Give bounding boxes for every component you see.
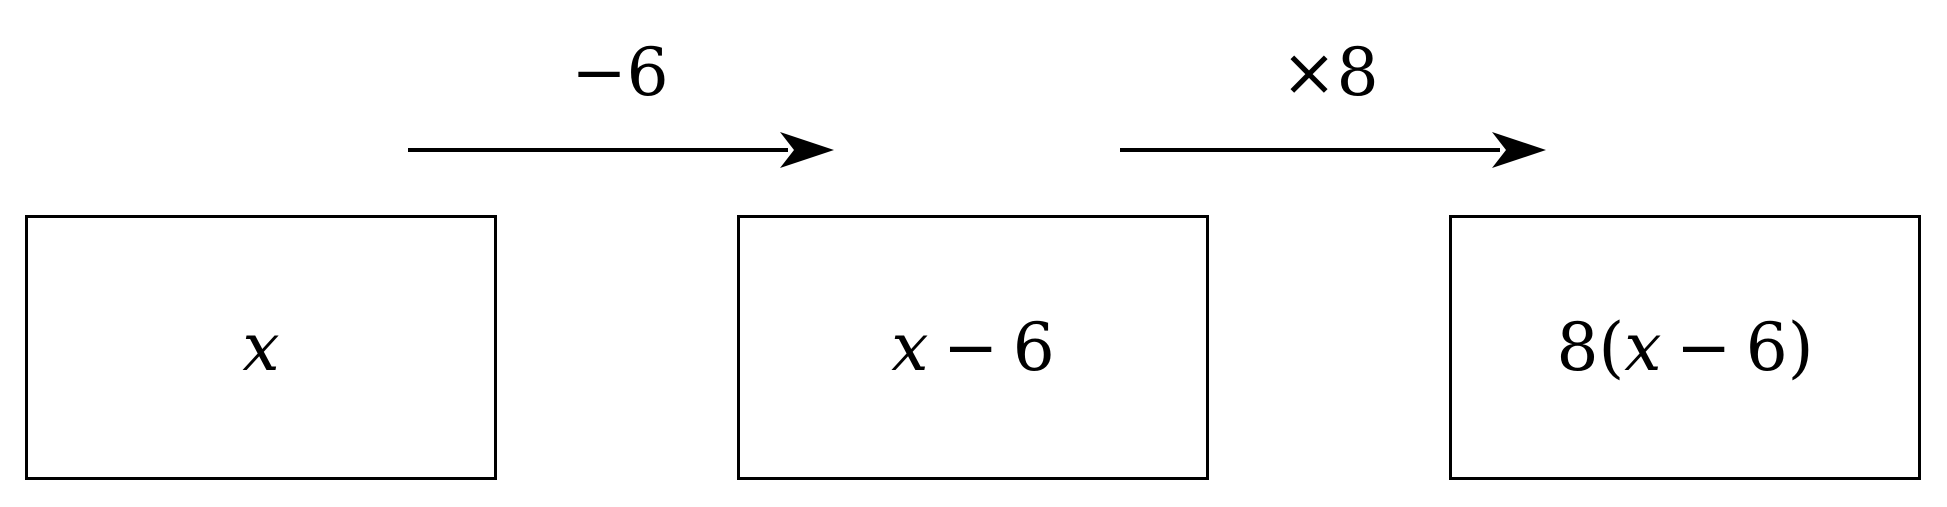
expression: x bbox=[242, 309, 279, 386]
variable: x bbox=[1624, 309, 1662, 386]
expression-box-input: x bbox=[25, 215, 497, 480]
expression-suffix: ) bbox=[1787, 309, 1814, 386]
arrow-right-icon bbox=[408, 130, 834, 170]
operation-label-subtract: −6 bbox=[571, 34, 669, 111]
expression-prefix: 8( bbox=[1556, 309, 1625, 386]
operator: − bbox=[942, 309, 999, 386]
expression-box-output: 8(x−6) bbox=[1449, 215, 1921, 480]
operation-label-multiply: ×8 bbox=[1281, 34, 1379, 111]
variable: x bbox=[242, 309, 280, 386]
expression: x−6 bbox=[891, 309, 1055, 386]
variable: x bbox=[891, 309, 929, 386]
operator: − bbox=[1675, 309, 1732, 386]
expression-box-intermediate: x−6 bbox=[737, 215, 1209, 480]
constant: 6 bbox=[1012, 309, 1055, 386]
arrow-right-icon bbox=[1120, 130, 1546, 170]
expression: 8(x−6) bbox=[1556, 309, 1813, 386]
constant: 6 bbox=[1745, 309, 1788, 386]
